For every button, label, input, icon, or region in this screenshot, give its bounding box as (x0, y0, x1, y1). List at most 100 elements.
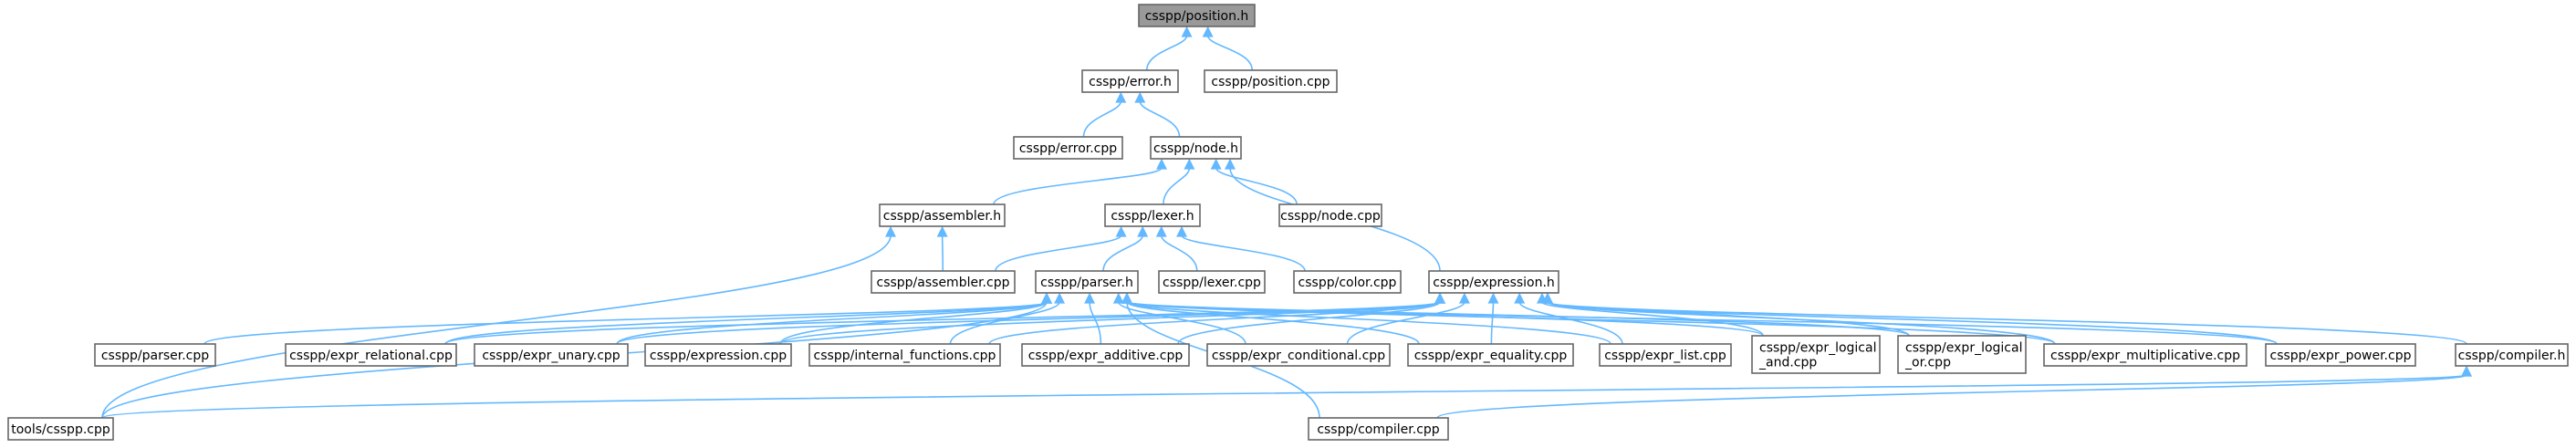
arrowhead-icon (1115, 91, 1127, 103)
node-box (1035, 270, 1139, 294)
edges-layer (101, 26, 2472, 419)
node-box (879, 203, 1006, 227)
edge-error_cpp-to-error_h (1082, 91, 1127, 138)
node-expression-cpp[interactable]: csspp/expression.cpp (644, 343, 792, 367)
node-compiler-cpp[interactable]: csspp/compiler.cpp (1308, 417, 1449, 441)
node-box (2043, 343, 2247, 367)
arrowhead-icon (936, 225, 948, 237)
arrowhead-icon (2461, 365, 2472, 377)
node-lexer-h[interactable]: csspp/lexer.h (1104, 203, 1201, 227)
node-compiler-h[interactable]: csspp/compiler.h (2455, 343, 2569, 367)
arrowhead-icon (1156, 158, 1167, 170)
edge-expr_additive_cpp-to-parser_h (1084, 292, 1102, 345)
node-error-h[interactable]: csspp/error.h (1081, 69, 1179, 93)
node-box (1150, 136, 1242, 160)
node-label: csspp/position.h (1145, 9, 1249, 24)
edge-tools_csspp_cpp-to-compiler_h (101, 365, 2472, 419)
node-assembler-h[interactable]: csspp/assembler.h (879, 203, 1006, 227)
node-box (1158, 270, 1266, 294)
node-tools-csspp-cpp[interactable]: tools/csspp.cpp (7, 417, 114, 441)
edge-color_cpp-to-lexer_h (1176, 225, 1306, 272)
edge-line (1118, 301, 1246, 345)
edge-expr_conditional_cpp-to-parser_h (1112, 292, 1246, 345)
node-expr-relational-cpp[interactable]: csspp/expr_relational.cpp (285, 343, 457, 367)
edge-assembler_cpp-to-assembler_h (936, 225, 948, 272)
edge-line (1126, 301, 1611, 345)
arrowhead-icon (1176, 225, 1187, 237)
edge-lexer_h-to-node_h (1163, 158, 1195, 205)
edge-error_h-to-position_h (1145, 26, 1193, 71)
edge-parser_h-to-lexer_h (1102, 225, 1149, 272)
arrowhead-icon (1202, 26, 1214, 37)
arrowhead-icon (1181, 26, 1193, 37)
node-internal-functions-cpp[interactable]: csspp/internal_functions.cpp (808, 343, 1001, 367)
edge-line (1177, 301, 1441, 345)
edge-lexer_cpp-to-lexer_h (1155, 225, 1198, 272)
node-label: csspp/color.cpp (1298, 276, 1397, 290)
node-box (2455, 343, 2569, 367)
node-label: csspp/assembler.h (883, 209, 1001, 224)
edge-expr_conditional_cpp-to-expression_h (1346, 292, 1470, 345)
node-expr-unary-cpp[interactable]: csspp/expr_unary.cpp (474, 343, 629, 367)
node-box (1021, 343, 1190, 367)
arrowhead-icon (1112, 292, 1124, 304)
node-expr-conditional-cpp[interactable]: csspp/expr_conditional.cpp (1206, 343, 1391, 367)
edge-line (1541, 301, 1764, 337)
edge-expr_list_cpp-to-expression_h (1514, 292, 1623, 345)
edge-line (1215, 167, 1298, 205)
node-color-cpp[interactable]: csspp/color.cpp (1293, 270, 1402, 294)
node-label: csspp/internal_functions.cpp (814, 349, 996, 363)
node-box (1407, 343, 1574, 367)
node-expr-multiplicative-cpp[interactable]: csspp/expr_multiplicative.cpp (2043, 343, 2247, 367)
node-label: tools/csspp.cpp (11, 422, 110, 437)
node-box (1081, 69, 1179, 93)
node-error-cpp[interactable]: csspp/error.cpp (1013, 136, 1123, 160)
node-position-cpp[interactable]: csspp/position.cpp (1204, 69, 1338, 93)
arrowhead-icon (1514, 292, 1526, 304)
edge-expr_logical_and_cpp-to-expression_h (1536, 292, 1764, 337)
node-label: csspp/assembler.cpp (877, 276, 1010, 290)
edge-line (1089, 301, 1102, 345)
node-expr-power-cpp[interactable]: csspp/expr_power.cpp (2265, 343, 2416, 367)
node-box (1428, 270, 1559, 294)
node-node-h[interactable]: csspp/node.h (1150, 136, 1242, 160)
node-label: csspp/error.cpp (1019, 141, 1117, 156)
node-label: csspp/expr_equality.cpp (1414, 349, 1568, 363)
node-label: csspp/node.h (1153, 141, 1238, 156)
node-expr-equality-cpp[interactable]: csspp/expr_equality.cpp (1407, 343, 1574, 367)
node-label: csspp/error.h (1089, 75, 1172, 89)
node-box (644, 343, 792, 367)
node-parser-cpp[interactable]: csspp/parser.cpp (94, 343, 216, 367)
edge-line (1163, 167, 1191, 205)
arrowhead-icon (1115, 225, 1127, 237)
node-node-cpp[interactable]: csspp/node.cpp (1278, 203, 1382, 227)
node-box (1308, 417, 1449, 441)
node-lexer-cpp[interactable]: csspp/lexer.cpp (1158, 270, 1266, 294)
node-box (1138, 4, 1256, 27)
node-assembler-cpp[interactable]: csspp/assembler.cpp (871, 270, 1016, 294)
node-expression-h[interactable]: csspp/expression.h (1428, 270, 1559, 294)
edge-line (203, 301, 1048, 345)
node-expr-additive-cpp[interactable]: csspp/expr_additive.cpp (1021, 343, 1190, 367)
edge-line (444, 301, 1441, 345)
edge-line (1145, 35, 1188, 71)
edge-line (995, 234, 1122, 272)
edge-expr_relational_cpp-to-expression_h (444, 292, 1445, 345)
node-box (7, 417, 114, 441)
node-expr-list-cpp[interactable]: csspp/expr_list.cpp (1599, 343, 1732, 367)
node-parser-h[interactable]: csspp/parser.h (1035, 270, 1139, 294)
node-label: csspp/expr_conditional.cpp (1212, 349, 1385, 363)
edge-compiler_cpp-to-compiler_h (1436, 365, 2472, 419)
arrowhead-icon (1184, 158, 1195, 170)
node-box (1293, 270, 1402, 294)
edge-assembler_h-to-node_h (993, 158, 1167, 205)
edge-line (1206, 35, 1254, 71)
node-expr-logical-and-cpp[interactable]: csspp/expr_logical_and.cpp (1751, 335, 1881, 374)
node-expr-logical-or-cpp[interactable]: csspp/expr_logical_or.cpp (1897, 335, 2027, 374)
node-label: csspp/lexer.cpp (1163, 276, 1261, 290)
edge-line (1346, 301, 1465, 345)
edge-compiler_h-to-expression_h (1542, 292, 2467, 345)
node-position-h[interactable]: csspp/position.h (1138, 4, 1256, 27)
edge-line (1102, 234, 1143, 272)
arrowhead-icon (1458, 292, 1470, 304)
